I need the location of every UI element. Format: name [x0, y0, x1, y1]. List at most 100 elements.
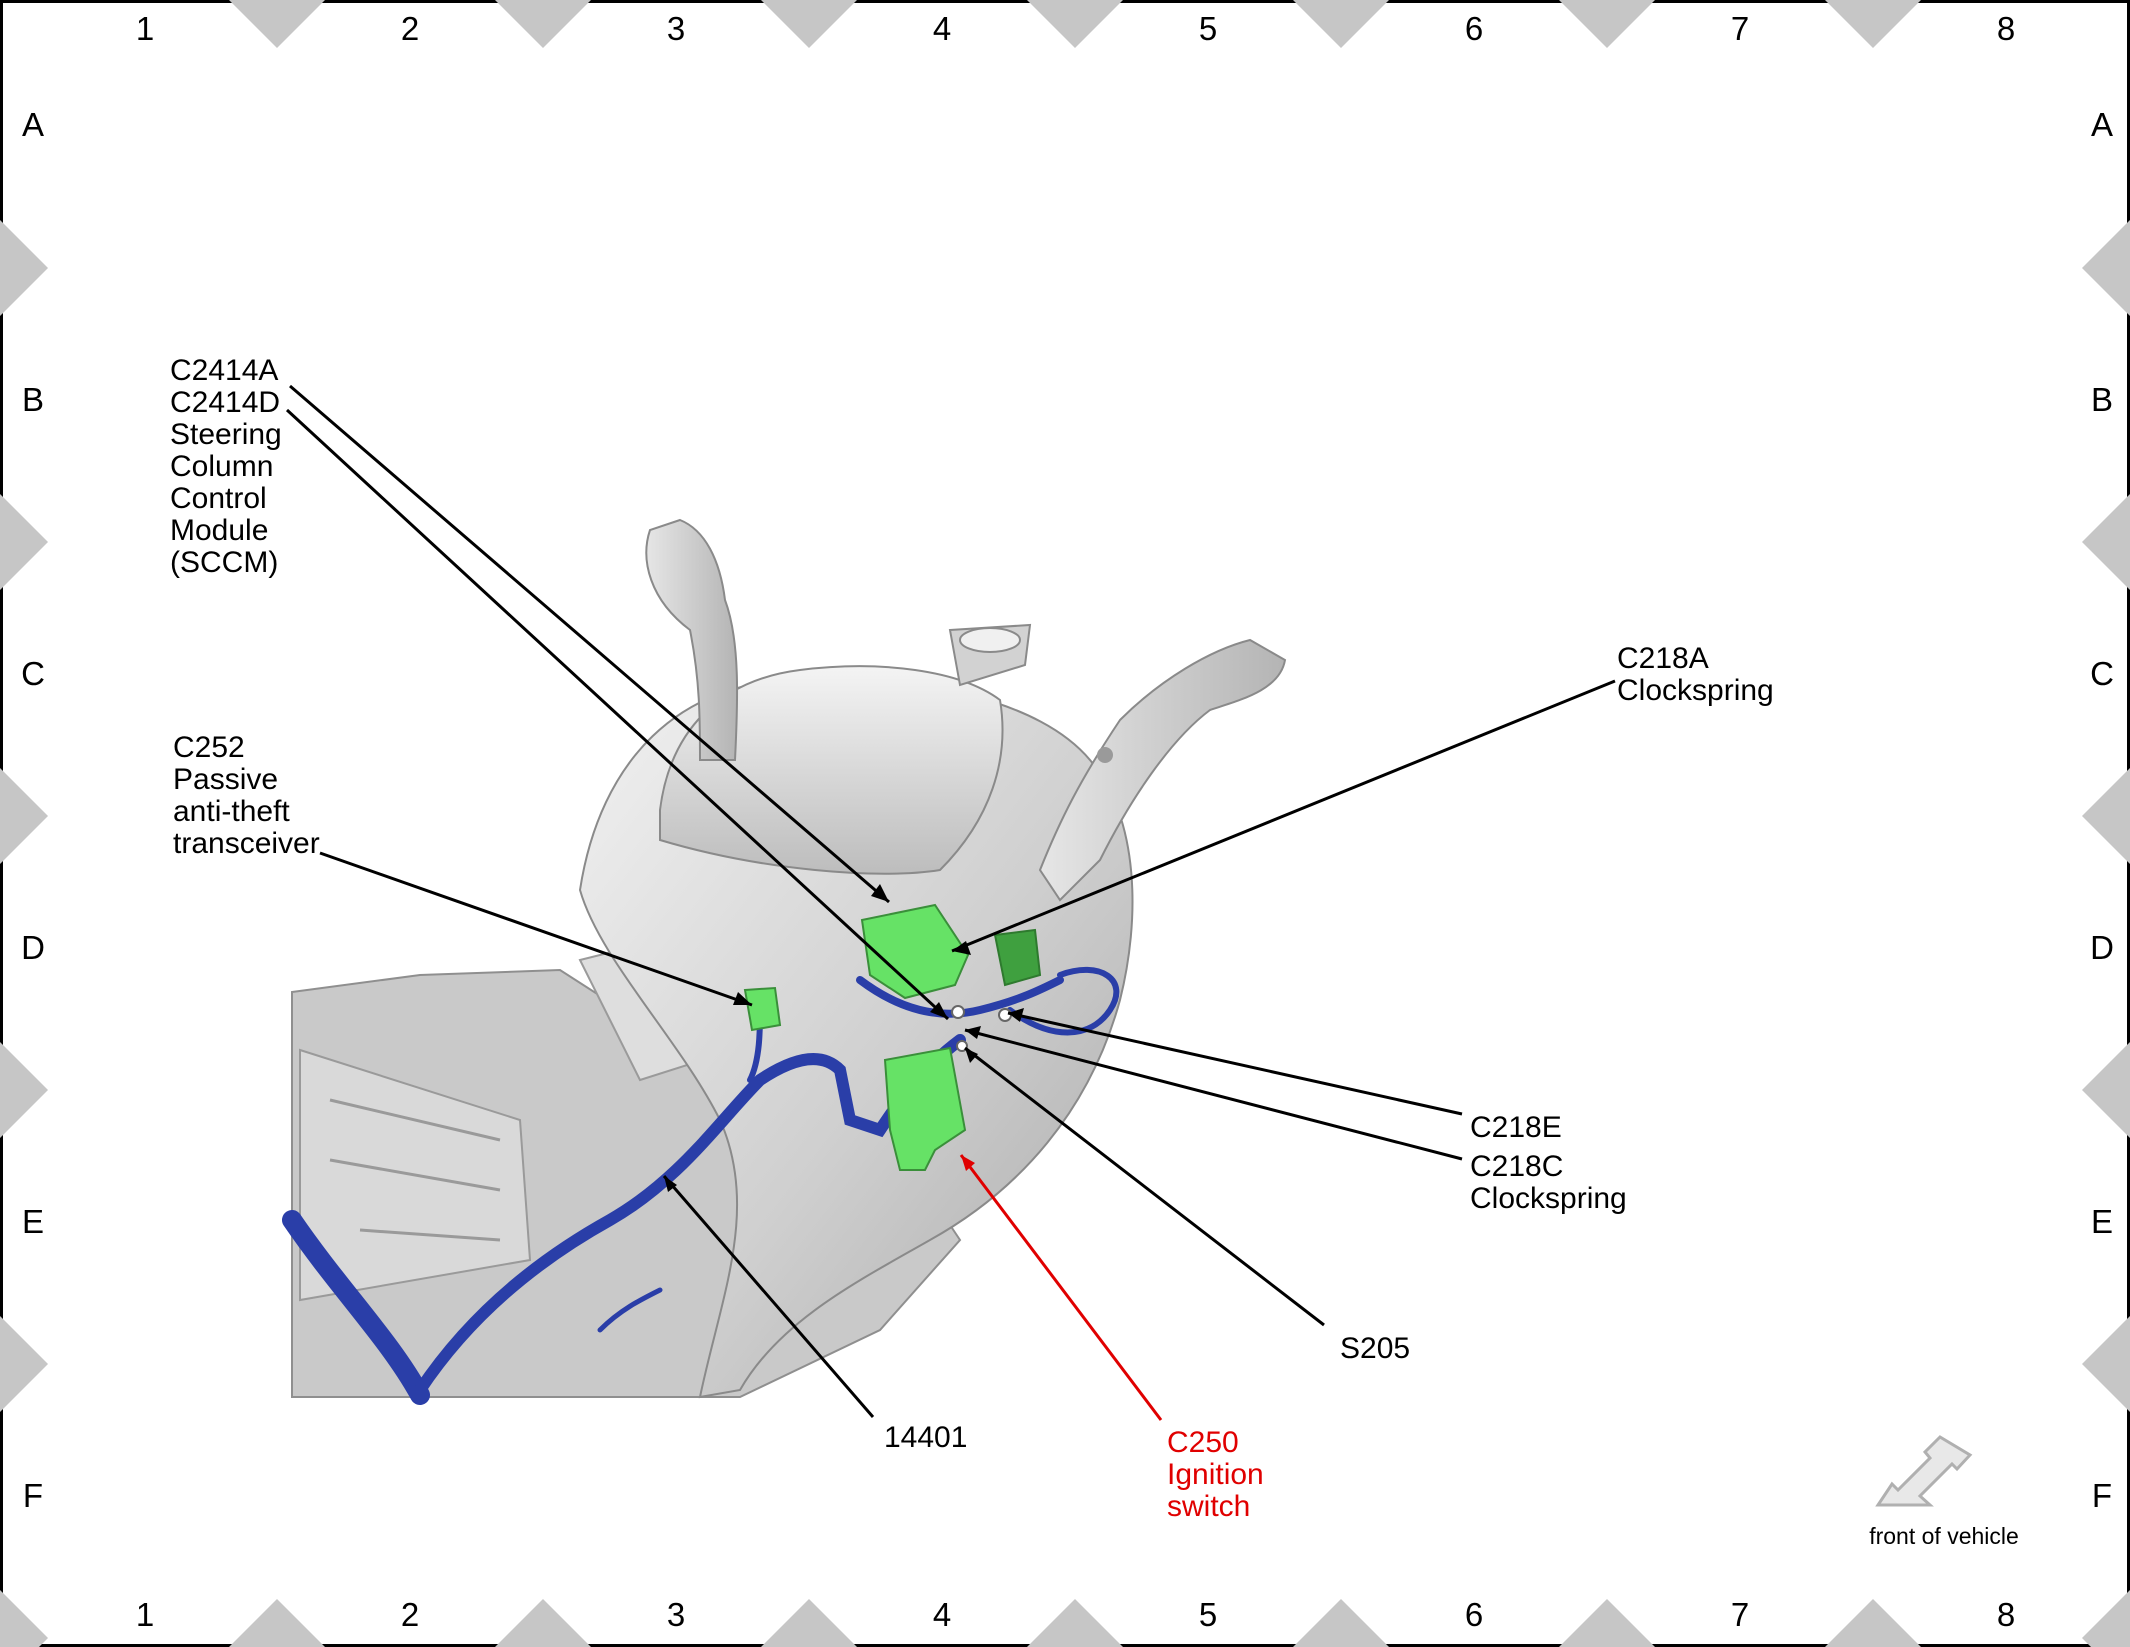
- grid-row-label-left: F: [23, 1477, 43, 1514]
- grid-col-label-top: 4: [933, 10, 951, 47]
- grid-marker-bottom: [761, 1599, 857, 1647]
- grid-col-label-top: 8: [1997, 10, 2015, 47]
- callout-c252: C252 Passive anti-theft transceiver: [173, 731, 320, 860]
- callout-text: 14401: [884, 1421, 967, 1454]
- leader-c252: [319, 851, 753, 1007]
- grid-marker-right: [2082, 1042, 2130, 1138]
- grid-col-label-top: 5: [1199, 10, 1217, 47]
- bracket-ribs: [329, 1098, 501, 1242]
- grid-row-label-right: E: [2091, 1203, 2113, 1240]
- arrowhead-c218e: [1008, 1008, 1024, 1022]
- callout-text: S205: [1340, 1332, 1410, 1365]
- steering-column-illustration: [282, 518, 1287, 1405]
- callout-14401: 14401: [884, 1421, 967, 1454]
- callout-text: switch: [1167, 1490, 1250, 1523]
- stalk-pivot: [1097, 747, 1113, 763]
- arrowhead-c218c: [965, 1026, 981, 1039]
- arrowhead-c2414a: [871, 884, 889, 902]
- grid-marker-bottom: [229, 1599, 325, 1647]
- connector-c218a: [860, 903, 970, 1000]
- callout-text: Module: [170, 514, 268, 547]
- callout-text: Clockspring: [1470, 1182, 1627, 1215]
- grid-col-label-bottom: 4: [933, 1596, 951, 1633]
- grid-marker-left: [0, 1042, 48, 1138]
- callout-text: C250: [1167, 1426, 1239, 1459]
- leader-14401: [662, 1175, 875, 1418]
- callout-text: C218A: [1617, 642, 1709, 675]
- grid-row-label-left: B: [22, 381, 44, 418]
- grid-marker-bottom: [1825, 1599, 1921, 1647]
- splice-s205-point: [956, 1040, 968, 1052]
- arrowhead-c252: [733, 992, 752, 1005]
- callout-text: C218C: [1470, 1150, 1563, 1183]
- grid-row-label-left: A: [22, 106, 44, 143]
- connector-c2414: [993, 928, 1042, 987]
- grid-col-label-bottom: 7: [1731, 1596, 1749, 1633]
- grid-row-label-right: A: [2091, 106, 2113, 143]
- callout-text: anti-theft: [173, 795, 290, 828]
- callout-text: C252: [173, 731, 245, 764]
- grid-marker-left: [0, 220, 48, 316]
- callout-c218e: C218E: [1470, 1111, 1562, 1144]
- callout-text: Control: [170, 482, 267, 515]
- callout-text: C218E: [1470, 1111, 1562, 1144]
- callout-c218c: C218C Clockspring: [1470, 1150, 1627, 1215]
- callout-c218a: C218A Clockspring: [1617, 642, 1774, 707]
- callout-text: C2414A: [170, 354, 278, 387]
- grid-col-label-bottom: 3: [667, 1596, 685, 1633]
- grid-marker-right: [2082, 220, 2130, 316]
- grid-row-label-left: E: [22, 1203, 44, 1240]
- grid-col-label-top: 7: [1731, 10, 1749, 47]
- grid-col-label-bottom: 6: [1465, 1596, 1483, 1633]
- callout-text: transceiver: [173, 827, 320, 860]
- grid-col-label-top: 3: [667, 10, 685, 47]
- wiper-stalk: [645, 518, 739, 761]
- grid-col-label-bottom: 8: [1997, 1596, 2015, 1633]
- connectors: [743, 903, 1042, 1171]
- grid-col-label-top: 2: [401, 10, 419, 47]
- callout-text: Clockspring: [1617, 674, 1774, 707]
- grid-marker-left: [0, 494, 48, 590]
- leader-s205: [964, 1046, 1325, 1327]
- leader-c2414a: [289, 384, 890, 904]
- arrowhead-s205: [965, 1048, 978, 1063]
- grid-col-label-bottom: 1: [136, 1596, 154, 1633]
- callout-s205: S205: [1340, 1332, 1410, 1365]
- grid-marker-top: [1559, 0, 1655, 48]
- grid-col-label-bottom: 2: [401, 1596, 419, 1633]
- leader-c218a: [951, 679, 1616, 953]
- grid-marker-left: [0, 1590, 48, 1647]
- grid-marker-top: [229, 0, 325, 48]
- grid-marker-top: [1293, 0, 1389, 48]
- callout-text: Ignition: [1167, 1458, 1264, 1491]
- grid-marker-top: [1027, 0, 1123, 48]
- leader-lines: [285, 384, 1616, 1418]
- grid-labels: 1 2 3 4 5 6 7 8 1 2 3 4 5 6 7 8 A B C D …: [21, 10, 2114, 1633]
- connector-c218c-pin: [998, 1008, 1012, 1022]
- grid-marker-bottom: [1559, 1599, 1655, 1647]
- callout-text: (SCCM): [170, 546, 278, 579]
- arrow-down-left-icon: [1875, 1435, 1973, 1507]
- callout-text: Column: [170, 450, 273, 483]
- arrowhead-14401: [664, 1176, 677, 1192]
- grid-col-label-bottom: 5: [1199, 1596, 1217, 1633]
- connector-c250: [883, 1046, 967, 1171]
- grid-row-label-right: B: [2091, 381, 2113, 418]
- mount-ring-hole: [959, 627, 1021, 653]
- front-of-vehicle-label: front of vehicle: [1869, 1523, 2019, 1549]
- grid-row-label-right: C: [2090, 655, 2114, 692]
- callout-text: C2414D: [170, 386, 280, 419]
- arrowhead-c250: [961, 1155, 975, 1171]
- grid-marker-right: [2082, 494, 2130, 590]
- arrowhead-c218a: [952, 941, 971, 955]
- grid-marker-right: [2082, 1590, 2130, 1647]
- grid-col-label-top: 6: [1465, 10, 1483, 47]
- leader-c250: [959, 1154, 1163, 1421]
- grid-row-label-left: C: [21, 655, 45, 692]
- grid-marker-right: [2082, 1316, 2130, 1412]
- turn-signal-stalk: [1038, 638, 1287, 902]
- grid-row-label-right: D: [2090, 929, 2114, 966]
- grid-marker-left: [0, 768, 48, 864]
